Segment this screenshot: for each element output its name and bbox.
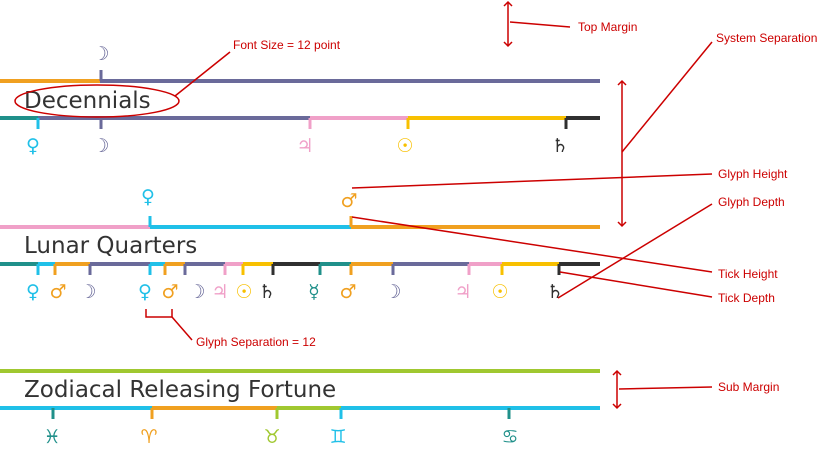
- saturn-icon: ♄: [551, 135, 568, 157]
- saturn-icon: ♄: [258, 281, 275, 303]
- system-separation-label: System Separation: [716, 31, 817, 45]
- annotations: [14, 0, 713, 410]
- jupiter-icon: ♃: [211, 281, 228, 303]
- font-size-ellipse: [14, 84, 180, 118]
- glyph-separation-label: Glyph Separation = 12: [196, 335, 316, 349]
- lunar-quarters-title: Lunar Quarters: [24, 233, 197, 259]
- tick-depth-label: Tick Depth: [718, 291, 775, 305]
- top-margin-leader: [509, 21, 571, 28]
- sub-margin-leader: [618, 386, 713, 390]
- gemini-icon: ♊: [329, 426, 346, 448]
- tick-height-leader: [351, 216, 713, 273]
- jupiter-icon: ♃: [454, 281, 471, 303]
- sun-icon: ☉: [491, 281, 508, 303]
- mars-icon: ♂: [340, 190, 357, 212]
- zodiacal-releasing-title: Zodiacal Releasing Fortune: [24, 377, 336, 403]
- aries-icon: ♈: [140, 426, 157, 448]
- decennials-title: Decennials: [24, 88, 151, 114]
- venus-icon: ♀: [26, 281, 40, 303]
- zodiacal-releasing-panel: Zodiacal Releasing Fortune ♓ ♈ ♉ ♊ ♋: [0, 369, 600, 448]
- annotation-labels: Top Margin Font Size = 12 point System S…: [196, 20, 817, 394]
- glyph-separation-leader: [171, 316, 193, 341]
- venus-icon: ♀: [141, 186, 155, 208]
- glyph-height-leader: [351, 173, 713, 189]
- mars-icon: ♂: [161, 281, 178, 303]
- top-margin-label: Top Margin: [578, 20, 637, 34]
- decennials-panel: ☽ Decennials ♀ ☽ ♃ ☉ ♄: [0, 43, 600, 157]
- mars-icon: ♂: [49, 281, 66, 303]
- mars-icon: ♂: [339, 281, 356, 303]
- saturn-icon: ♄: [546, 281, 563, 303]
- moon-icon: ☽: [384, 281, 401, 303]
- glyph-depth-label: Glyph Depth: [718, 195, 785, 209]
- glyph-separation-bracket: [145, 309, 173, 318]
- jupiter-icon: ♃: [296, 135, 313, 157]
- venus-icon: ♀: [138, 281, 152, 303]
- glyph-depth-leader: [557, 203, 713, 299]
- pisces-icon: ♓: [43, 426, 60, 448]
- moon-icon: ☽: [92, 135, 109, 157]
- cancer-icon: ♋: [501, 426, 518, 448]
- font-size-leader: [174, 51, 231, 97]
- venus-icon: ♀: [26, 135, 40, 157]
- font-size-label: Font Size = 12 point: [233, 38, 341, 52]
- taurus-icon: ♉: [263, 426, 280, 448]
- lunar-quarters-panel: ♀ ♂ Lunar Quarters: [0, 186, 600, 303]
- glyph-height-label: Glyph Height: [718, 167, 788, 181]
- sun-icon: ☉: [396, 135, 413, 157]
- tick-height-label: Tick Height: [718, 267, 778, 281]
- mercury-icon: ☿: [308, 281, 320, 303]
- sun-icon: ☉: [235, 281, 252, 303]
- moon-icon: ☽: [79, 281, 96, 303]
- moon-icon: ☽: [92, 43, 109, 65]
- sub-margin-label: Sub Margin: [718, 380, 779, 394]
- tick-depth-leader: [559, 271, 713, 298]
- system-separation-leader: [621, 41, 713, 153]
- moon-icon: ☽: [188, 281, 205, 303]
